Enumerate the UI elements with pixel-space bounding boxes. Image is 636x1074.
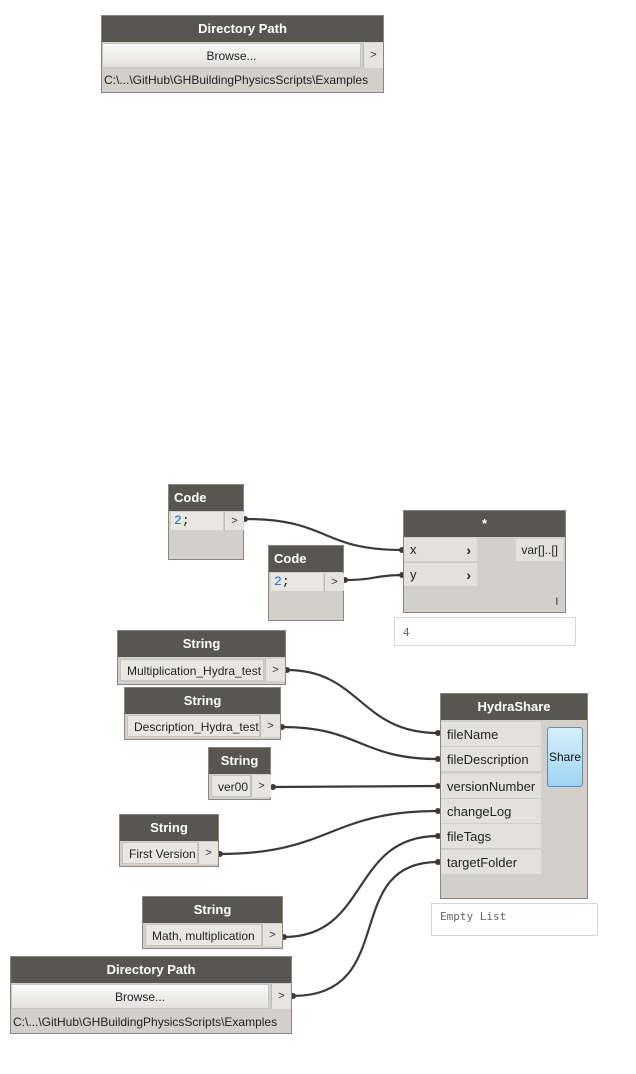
port-label: changeLog xyxy=(447,804,512,819)
code-number: 2 xyxy=(274,574,282,589)
wire-dir-to-targetfolder xyxy=(292,860,439,998)
node-title: String xyxy=(125,688,280,714)
chevron-right-icon: › xyxy=(466,567,471,583)
wire-code2-to-y xyxy=(344,573,403,582)
code-semicolon: ; xyxy=(181,513,190,528)
output-port-arrow[interactable]: > xyxy=(198,842,218,864)
node-title: String xyxy=(120,815,218,841)
string-value-input[interactable]: Multiplication_Hydra_test xyxy=(120,659,264,681)
output-port-arrow[interactable]: > xyxy=(271,984,291,1009)
string-node-2[interactable]: String Description_Hydra_test > xyxy=(124,687,281,740)
wire-str3-to-versionnumber xyxy=(272,784,439,789)
port-label: fileTags xyxy=(447,829,492,844)
string-value-input[interactable]: Math, multiplication xyxy=(145,924,262,946)
wire-str2-to-filedescription xyxy=(281,725,439,761)
string-value-input[interactable]: Description_Hydra_test xyxy=(127,715,260,737)
input-port-filedescription[interactable]: fileDescription xyxy=(441,747,541,772)
string-value-input[interactable]: First Version xyxy=(122,842,198,864)
path-value: C:\...\GitHub\GHBuildingPhysicsScripts\E… xyxy=(104,73,369,87)
multiply-node[interactable]: * x › y › var[]..[] l xyxy=(403,510,566,613)
output-port-arrow[interactable]: > xyxy=(251,775,271,797)
output-port-arrow[interactable]: > xyxy=(265,659,285,681)
input-port-filetags[interactable]: fileTags xyxy=(441,824,541,849)
hydrashare-preview: Empty List xyxy=(431,903,598,936)
node-title: Directory Path xyxy=(11,957,291,983)
string-value-input[interactable]: ver00 xyxy=(211,775,251,797)
hydrashare-node[interactable]: HydraShare fileName fileDescription vers… xyxy=(440,693,588,899)
string-node-5[interactable]: String Math, multiplication > xyxy=(142,896,283,949)
code-editor[interactable]: 2; xyxy=(171,512,223,530)
string-node-1[interactable]: String Multiplication_Hydra_test > xyxy=(117,630,286,685)
port-label: targetFolder xyxy=(447,855,518,870)
input-port-x[interactable]: x › xyxy=(404,538,477,562)
code-block-node-2[interactable]: Code Block 2; > xyxy=(268,545,344,621)
output-port-arrow[interactable]: > xyxy=(262,924,282,946)
node-title: Code Block xyxy=(169,485,243,531)
directory-path-node-bottom[interactable]: Directory Path Browse... > C:\...\GitHub… xyxy=(10,956,292,1034)
code-editor[interactable]: 2; xyxy=(271,573,323,591)
node-title: * xyxy=(404,511,565,537)
port-label: fileName xyxy=(447,727,499,742)
path-value: C:\...\GitHub\GHBuildingPhysicsScripts\E… xyxy=(13,1015,278,1029)
wire-str5-to-filetags xyxy=(283,834,439,939)
node-title: String xyxy=(209,748,270,774)
node-title: String xyxy=(143,897,282,923)
string-node-4[interactable]: String First Version > xyxy=(119,814,219,867)
output-port-arrow[interactable]: > xyxy=(224,512,244,530)
output-port-arrow[interactable]: > xyxy=(363,43,383,68)
output-port-arrow[interactable]: > xyxy=(324,573,344,591)
input-port-targetfolder[interactable]: targetFolder xyxy=(441,850,541,875)
node-title: HydraShare xyxy=(441,694,587,720)
code-number: 2 xyxy=(174,513,182,528)
node-title: Code Block xyxy=(269,546,343,592)
chevron-right-icon: › xyxy=(466,542,471,558)
browse-button[interactable]: Browse... xyxy=(11,984,269,1009)
node-title: String xyxy=(118,631,285,657)
input-port-y[interactable]: y › xyxy=(404,563,477,587)
wire-str1-to-filename xyxy=(286,668,439,735)
code-semicolon: ; xyxy=(281,574,290,589)
input-port-versionnumber[interactable]: versionNumber xyxy=(441,774,541,799)
lacing-indicator: l xyxy=(555,597,558,608)
multiply-preview: 4 xyxy=(394,617,576,646)
string-node-3[interactable]: String ver00 > xyxy=(208,747,271,800)
code-block-node-1[interactable]: Code Block 2; > xyxy=(168,484,244,560)
wire-str4-to-changelog xyxy=(219,809,439,856)
share-button[interactable]: Share xyxy=(547,727,583,787)
directory-path-node-top[interactable]: Directory Path Browse... > C:\...\GitHub… xyxy=(101,15,384,93)
wire-code1-to-x xyxy=(244,517,403,552)
port-label: x xyxy=(410,542,417,557)
input-port-filename[interactable]: fileName xyxy=(441,722,541,747)
port-label: fileDescription xyxy=(447,752,529,767)
output-port[interactable]: var[]..[] xyxy=(516,539,563,561)
port-label: versionNumber xyxy=(447,779,536,794)
node-title: Directory Path xyxy=(102,16,383,42)
input-port-changelog[interactable]: changeLog xyxy=(441,799,541,824)
port-label: y xyxy=(410,567,417,582)
browse-button[interactable]: Browse... xyxy=(102,43,361,68)
output-port-arrow[interactable]: > xyxy=(260,715,280,737)
